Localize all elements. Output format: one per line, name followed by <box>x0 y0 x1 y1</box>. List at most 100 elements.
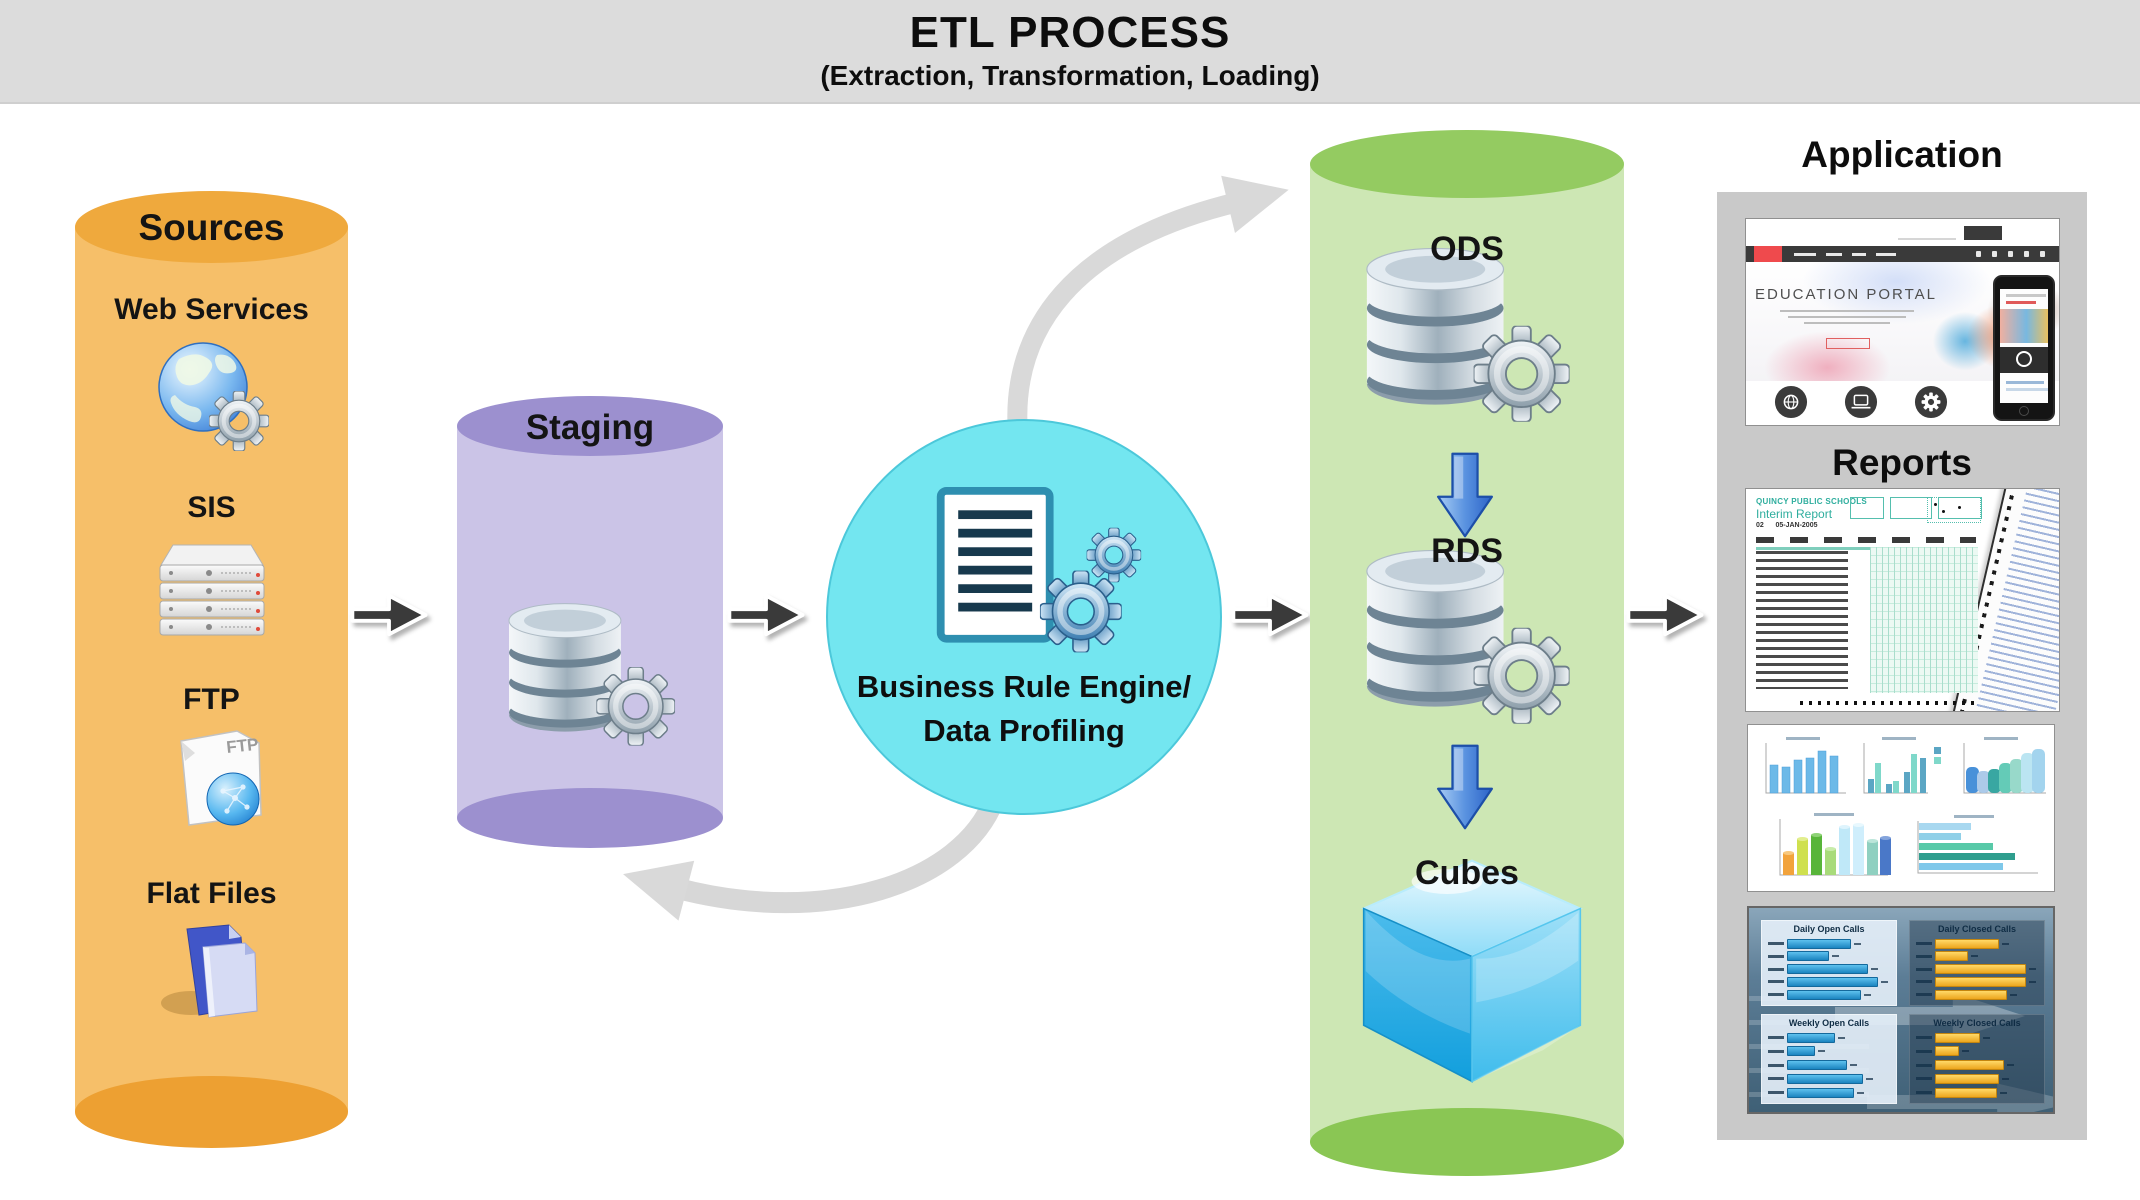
flow-arrow-staging-to-engine-icon <box>727 593 805 637</box>
dashboard-panel-daily-closed: Daily Closed Calls <box>1909 920 2045 1006</box>
mini-3d-bar-chart <box>1963 737 2046 794</box>
bar <box>1787 1073 1864 1084</box>
bar-value <box>1831 955 1839 958</box>
app-hero-title: EDUCATION PORTAL <box>1754 286 1938 303</box>
bar-label <box>1916 954 1932 958</box>
server-stack-icon <box>159 544 265 636</box>
report-mark-dot <box>1958 506 1961 509</box>
bar-label <box>1916 1063 1932 1067</box>
source-item-ftp-label: FTP <box>183 683 240 716</box>
report-legend-box <box>1890 497 1932 519</box>
globe-gear-icon <box>158 342 273 455</box>
app-globe-icon <box>1774 385 1808 419</box>
mini-cylinder-chart <box>1779 813 1891 876</box>
warehouse-cylinder-bottom <box>1310 1108 1624 1176</box>
flow-arrow-sources-to-staging-icon <box>350 593 428 637</box>
warehouse-cylinder-top <box>1310 130 1624 198</box>
bar-value <box>1854 942 1862 945</box>
report-org: QUINCY PUBLIC SCHOOLS <box>1756 497 1868 506</box>
bar-value <box>1849 1064 1857 1066</box>
app-gear-icon <box>1914 385 1948 419</box>
sources-title: Sources <box>138 207 285 248</box>
ftp-document-icon: FTP <box>180 730 262 826</box>
app-social-linkedin-icon <box>2040 251 2045 257</box>
outputs-panel: EDUCATION PORTAL <box>1717 192 2087 1140</box>
app-navbar <box>1746 246 2059 262</box>
bar-label <box>1768 1077 1784 1081</box>
ods-label: ODS <box>1430 230 1504 268</box>
app-hero-button <box>1826 338 1870 349</box>
phone-text-line <box>2006 294 2046 297</box>
source-item-sis-label: SIS <box>187 491 236 524</box>
staging-title: Staging <box>525 408 655 447</box>
app-nav-item <box>1826 253 1842 256</box>
bar-value <box>1818 1050 1826 1053</box>
documents-icon <box>161 924 258 1018</box>
bar-label <box>1768 1063 1784 1067</box>
business-rule-engine-circle: Business Rule Engine/ Data Profiling <box>826 419 1222 815</box>
bar <box>1787 951 1829 962</box>
engine-label-line2: Data Profiling <box>923 713 1125 748</box>
bar <box>1935 1087 1997 1098</box>
app-hero-text-line <box>1788 316 1906 318</box>
bar <box>1787 1046 1816 1057</box>
app-laptop-icon <box>1844 385 1878 419</box>
bar <box>1787 1087 1854 1098</box>
bar <box>1787 938 1852 949</box>
bar-value <box>2009 993 2017 996</box>
bar-label <box>1768 1091 1784 1094</box>
header-band: ETL PROCESS (Extraction, Transformation,… <box>0 0 2140 104</box>
report-preview-card: QUINCY PUBLIC SCHOOLS Interim Report 02 … <box>1745 488 2060 712</box>
app-nav-active-item <box>1754 246 1782 262</box>
bar-value <box>2029 968 2036 970</box>
report-side-text <box>1970 489 2059 711</box>
source-item-flat-files-label: Flat Files <box>146 877 277 910</box>
dashboard-panel-weekly-open: Weekly Open Calls <box>1761 1014 1897 1104</box>
phone-circle-icon <box>2016 351 2032 367</box>
staging-cylinder-top <box>457 396 723 456</box>
application-heading: Application <box>1801 134 2003 175</box>
dashboard-panel-title: Weekly Closed Calls <box>1933 1018 2021 1028</box>
bar-label <box>1768 993 1784 996</box>
report-mark-grid <box>1927 497 1981 523</box>
bar-label <box>1916 967 1932 971</box>
dashboard-panel-title: Daily Open Calls <box>1793 924 1865 934</box>
engine-label-line1: Business Rule Engine/ <box>856 669 1192 704</box>
staging-cylinder-bottom <box>457 788 723 848</box>
bar-value <box>2029 980 2036 983</box>
cube-icon <box>1361 859 1583 1083</box>
report-legend-box <box>1850 497 1884 519</box>
dashboard-panel-title: Daily Closed Calls <box>1937 924 2017 934</box>
report-mark-dot <box>1942 510 1945 513</box>
bar <box>1787 1060 1847 1070</box>
report-title: Interim Report <box>1756 507 1833 521</box>
bar-value <box>1881 980 1888 983</box>
rds-label: RDS <box>1431 532 1503 570</box>
database-gear-icon <box>505 588 677 748</box>
app-nav-item <box>1794 253 1816 256</box>
loop-arrow-to-warehouse-icon <box>1007 175 1289 444</box>
app-hero-text-line <box>1804 322 1890 324</box>
bar-value <box>1866 1077 1874 1080</box>
phone-home-button <box>2019 406 2029 416</box>
app-phone <box>1993 275 2055 421</box>
bar <box>1935 976 2026 987</box>
bar-value <box>1864 993 1871 996</box>
cubes-label: Cubes <box>1415 854 1519 892</box>
app-phone-screen <box>2000 289 2048 403</box>
bar-value <box>1961 1050 1969 1053</box>
bar-label <box>1768 954 1784 958</box>
bar-value <box>2002 1077 2010 1080</box>
bar-label <box>1768 942 1784 945</box>
bar <box>1935 1046 1959 1057</box>
dashboard-preview-card: Daily Open Calls Daily Closed Calls <box>1747 906 2055 1114</box>
bar <box>1935 938 2000 949</box>
page-subtitle: (Extraction, Transformation, Loading) <box>820 60 1320 91</box>
bar-label <box>1768 967 1784 971</box>
staging-cylinder: Staging <box>457 396 723 848</box>
bar-label <box>1768 980 1784 984</box>
app-search-input <box>1898 228 1956 240</box>
app-search-button <box>1964 226 2002 240</box>
